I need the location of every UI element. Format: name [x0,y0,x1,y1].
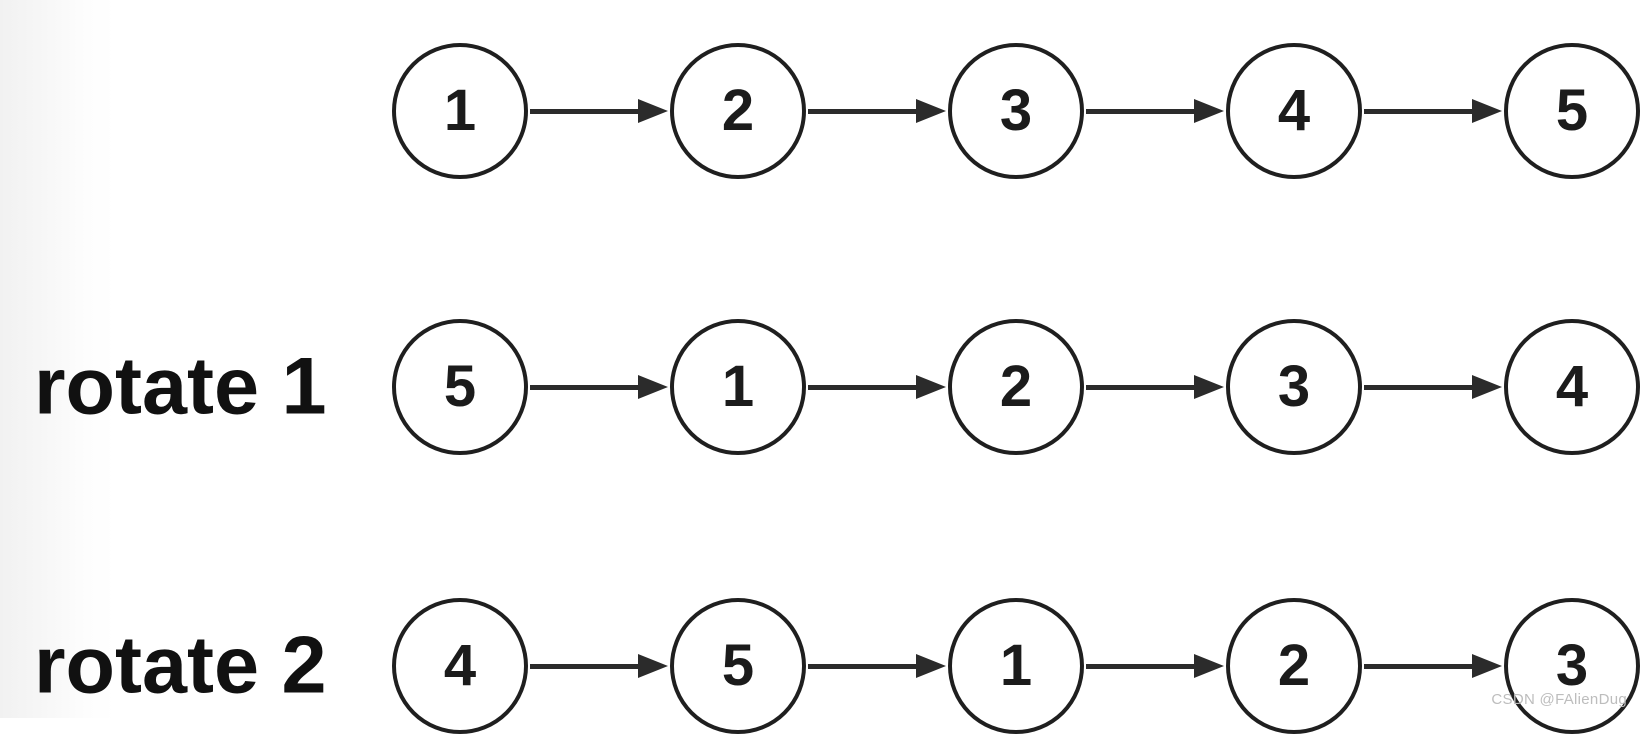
arrow-head-icon [916,375,946,399]
list-node: 1 [392,43,528,179]
list-node: 3 [1504,598,1640,734]
list-node: 4 [392,598,528,734]
node-value: 1 [999,633,1033,698]
next-pointer-line [530,663,642,669]
node-value: 5 [1555,78,1589,143]
arrow-head-icon [638,99,668,123]
list-node: 1 [948,598,1084,734]
list-node: 3 [948,43,1084,179]
next-pointer-line [1364,108,1476,114]
next-pointer-line [808,108,920,114]
node-value: 3 [1555,633,1589,698]
arrow-head-icon [1472,654,1502,678]
node-value: 4 [1555,354,1589,419]
node-value: 4 [443,633,477,698]
next-pointer-line [808,384,920,390]
next-pointer-line [1086,108,1198,114]
list-node: 5 [392,319,528,455]
next-pointer-line [1086,663,1198,669]
arrow-head-icon [1194,654,1224,678]
node-value: 2 [1277,633,1311,698]
arrow-head-icon [916,654,946,678]
list-node: 4 [1504,319,1640,455]
watermark: CSDN @FAlienDug [1491,691,1627,708]
node-value: 1 [443,78,477,143]
list-node: 2 [670,43,806,179]
diagram-layer: 1 2 3 4 5 rotate 1 5 1 2 3 4 rotate 2 4 5 1 2 3 [34,43,1640,734]
list-node: 2 [948,319,1084,455]
node-value: 3 [1277,354,1311,419]
row-label-rotate-2: rotate 2 [34,620,327,711]
arrow-head-icon [1472,99,1502,123]
node-value: 4 [1277,78,1311,143]
arrow-head-icon [916,99,946,123]
node-value: 1 [721,354,755,419]
row-label-rotate-1: rotate 1 [34,341,327,432]
list-node: 2 [1226,598,1362,734]
arrow-head-icon [638,654,668,678]
list-node: 5 [1504,43,1640,179]
next-pointer-line [808,663,920,669]
arrow-head-icon [1194,99,1224,123]
arrow-head-icon [1194,375,1224,399]
node-value: 5 [721,633,755,698]
next-pointer-line [530,384,642,390]
list-node: 1 [670,319,806,455]
next-pointer-line [1364,384,1476,390]
arrow-head-icon [1472,375,1502,399]
node-value: 5 [443,354,477,419]
node-value: 3 [999,78,1033,143]
list-node: 3 [1226,319,1362,455]
list-node: 4 [1226,43,1362,179]
next-pointer-line [1364,663,1476,669]
next-pointer-line [1086,384,1198,390]
list-node: 5 [670,598,806,734]
arrow-head-icon [638,375,668,399]
node-value: 2 [721,78,755,143]
next-pointer-line [530,108,642,114]
node-value: 2 [999,354,1033,419]
